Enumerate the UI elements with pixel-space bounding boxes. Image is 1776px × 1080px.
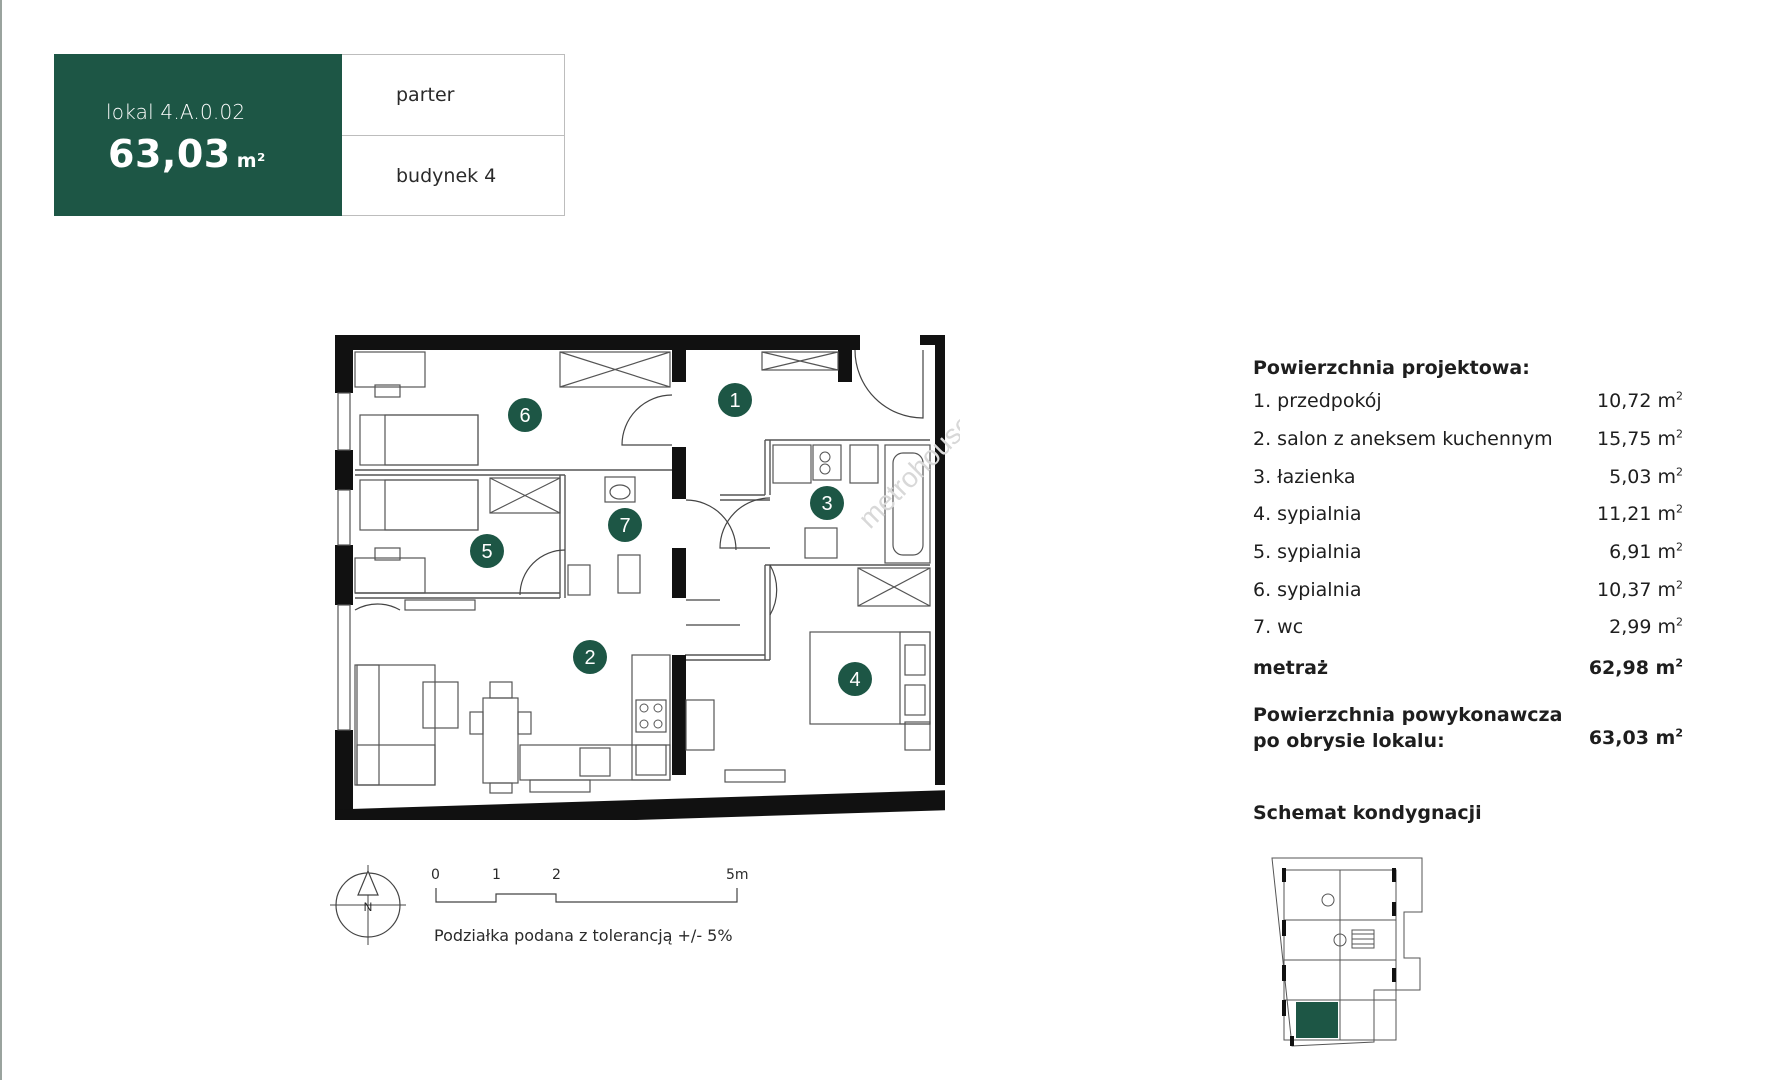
doors	[354, 349, 924, 626]
room-area: 15,75 m2	[1597, 427, 1683, 450]
svg-text:4: 4	[849, 669, 860, 691]
room-name: 7. wc	[1253, 616, 1304, 638]
svg-text:2: 2	[584, 647, 595, 669]
room-marker-5: 5	[470, 534, 504, 568]
legend-row: 4. sypialnia 11,21 m2	[1253, 503, 1683, 531]
post-construction-area: 63,03 m2	[1588, 726, 1683, 749]
room-name: 1. przedpokój	[1253, 390, 1382, 412]
room-area: 10,37 m2	[1597, 578, 1683, 601]
scale-label-1: 1	[492, 867, 501, 883]
room-name: 6. sypialnia	[1253, 579, 1362, 601]
room-area: 10,72 m2	[1597, 389, 1683, 412]
room-area: 11,21 m2	[1597, 502, 1683, 525]
exterior-walls	[335, 335, 945, 820]
legend-row: 5. sypialnia 6,91 m2	[1253, 541, 1683, 569]
svg-text:6: 6	[519, 405, 530, 427]
scale-label-0: 0	[431, 867, 440, 883]
room-markers: 1 2 3 4 5 6 7	[470, 383, 872, 696]
stove-burners	[639, 451, 831, 729]
room-marker-1: 1	[718, 383, 752, 417]
scale-label-2: 2	[552, 867, 561, 883]
scale-label-5m: 5m	[726, 867, 749, 883]
floor-schema-diagram	[1271, 857, 1423, 1047]
total-label: metraż	[1253, 657, 1329, 679]
legend-row: 1. przedpokój 10,72 m2	[1253, 390, 1683, 418]
room-marker-2: 2	[573, 640, 607, 674]
floor-plan: metrohouse 1 2 3 4 5 6 7	[335, 335, 960, 820]
north-arrow-icon: N	[330, 865, 406, 945]
room-area: 6,91 m2	[1609, 540, 1683, 563]
svg-text:N: N	[364, 900, 373, 914]
unit-id: lokal 4.A.0.02	[106, 100, 246, 124]
room-name: 5. sypialnia	[1253, 541, 1362, 563]
post-construction-title: Powierzchnia powykonawcza po obrysie lok…	[1253, 702, 1562, 754]
legend-row: 2. salon z aneksem kuchennym 15,75 m2	[1253, 428, 1683, 456]
legend-row: 3. łazienka 5,03 m2	[1253, 466, 1683, 494]
room-area: 2,99 m2	[1609, 615, 1683, 638]
room-name: 4. sypialnia	[1253, 503, 1362, 525]
interior-walls	[355, 439, 930, 661]
unit-area-value: 63,03	[108, 132, 231, 176]
legend-row: 7. wc 2,99 m2	[1253, 616, 1683, 644]
scale-bar	[435, 888, 738, 903]
highlighted-unit	[1296, 1002, 1338, 1038]
floor-row: parter	[342, 55, 564, 136]
room-marker-7: 7	[608, 508, 642, 542]
room-marker-6: 6	[508, 398, 542, 432]
post-title-line-2: po obrysie lokalu:	[1253, 730, 1445, 752]
post-title-line-1: Powierzchnia powykonawcza	[1253, 704, 1563, 726]
floor-schema-title: Schemat kondygnacji	[1253, 802, 1482, 824]
left-edge-line	[0, 0, 2, 1080]
building-label: budynek 4	[396, 165, 497, 187]
svg-text:1: 1	[729, 390, 740, 412]
building-row: budynek 4	[342, 136, 564, 216]
room-name: 2. salon z aneksem kuchennym	[1253, 428, 1553, 450]
svg-text:7: 7	[619, 515, 630, 537]
scale-tolerance-note: Podziałka podana z tolerancją +/- 5%	[434, 926, 733, 945]
legend-total-row: metraż 62,98 m2	[1253, 657, 1683, 685]
svg-text:5: 5	[481, 541, 492, 563]
legend-row: 6. sypialnia 10,37 m2	[1253, 579, 1683, 607]
svg-text:3: 3	[821, 493, 832, 515]
unit-location-box: parter budynek 4	[342, 54, 565, 216]
total-area: 62,98 m2	[1588, 656, 1683, 679]
room-marker-4: 4	[838, 662, 872, 696]
room-area: 5,03 m2	[1609, 465, 1683, 488]
furniture	[354, 351, 931, 794]
legend-title: Powierzchnia projektowa:	[1253, 357, 1530, 379]
room-marker-3: 3	[810, 486, 844, 520]
floor-label: parter	[396, 84, 455, 106]
unit-area-unit: m²	[236, 150, 266, 172]
room-name: 3. łazienka	[1253, 466, 1356, 488]
